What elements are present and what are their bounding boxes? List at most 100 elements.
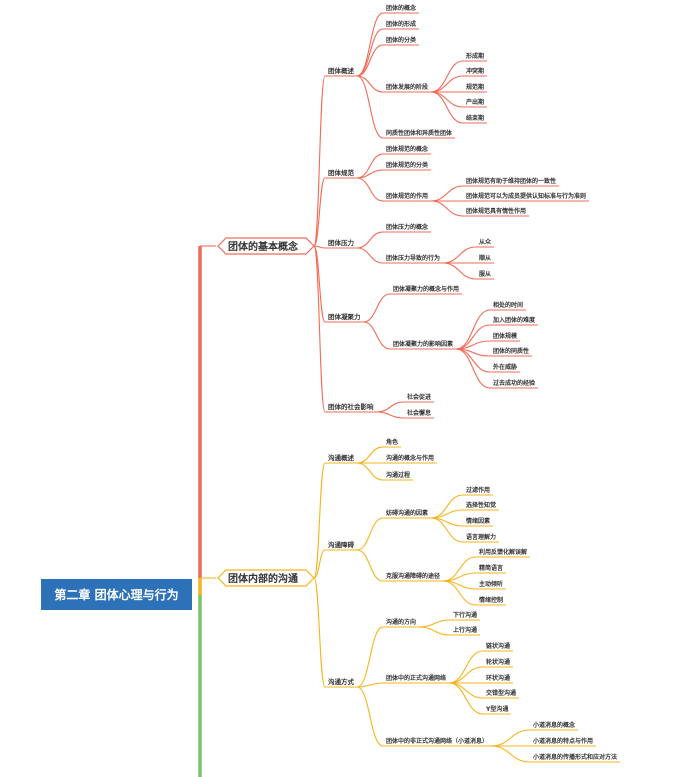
branch-2-topic-3-sub-3-item-3-connector [490,745,531,763]
branch-1-topic-1-sub-4-connector [356,75,384,93]
branch-2-topic-3-sub-1-item-1[interactable]: 下行沟通 [453,611,477,619]
branch-1-topic-1-sub-3-connector [356,44,384,77]
branch-1-topic-1-sub-4-item-2[interactable]: 冲突期 [466,67,484,75]
branch-1-topic-1-sub-4-item-4[interactable]: 产出期 [466,98,484,106]
branch-2-topic-3-sub-3[interactable]: 团体中的非正式沟通网络（小道消息） [386,737,488,745]
branch-2-topic-3-sub-2-item-2-connector [448,666,484,684]
branch-1-topic-2-connector [313,177,326,247]
branch-1-topic-2[interactable]: 团体规范 [328,168,355,177]
branch-2-topic-2-sub-2-item-3[interactable]: 主动倾听 [479,580,503,588]
branch-1-topic-5-connector [313,245,326,413]
branch-2-topic-3-sub-1-item-2-connector [418,626,451,636]
branch-2-topic-2-sub-1-item-1[interactable]: 过滤作用 [466,486,490,494]
branch-1-topic-1-sub-4-item-2-connector [430,75,464,93]
branch-1-topic-4-sub-2-item-2[interactable]: 加入团体的难度 [492,316,536,324]
branch-2-topic-3-sub-3-item-1[interactable]: 小道消息的概念 [532,721,575,729]
branch-1-topic-3-sub-2[interactable]: 团体压力导致的行为 [386,254,440,262]
branch-1-topic-2-sub-3-item-2[interactable]: 团体规范可以为成员提供认知标准与行为准则 [466,192,586,200]
branch-2-topic-3-sub-3-item-1-connector [490,729,531,747]
branch-1-topic-2-sub-1[interactable]: 团体规范的概念 [386,145,428,153]
branch-2-topic-3-sub-3-item-3[interactable]: 小道消息的传播形式和应对方法 [532,753,617,761]
branch-1-topic-3-sub-1[interactable]: 团体压力的概念 [386,223,428,231]
branch-1-topic-4-sub-2-item-3[interactable]: 团体规模 [493,332,518,340]
branch-1-topic-1[interactable]: 团体概述 [328,66,355,75]
central-topic[interactable]: 第二章 团体心理与行为 [41,579,192,610]
branch-2-label[interactable]: 团体内部的沟通 [228,572,298,585]
branch-1-topic-3-sub-2-item-1[interactable]: 从众 [479,238,492,246]
branch-1-topic-4-sub-2-item-1[interactable]: 相处的时间 [493,301,523,309]
branch-1-label[interactable]: 团体的基本概念 [228,240,298,253]
branch-1-topic-4-sub-2[interactable]: 团体凝聚力的影响因素 [393,340,453,348]
branch-1-topic-4-sub-2-item-4[interactable]: 团体的同质性 [493,347,529,355]
branch-1-topic-1-sub-4-item-1[interactable]: 形成期 [466,52,484,60]
branch-1-topic-4-sub-1-connector [363,293,391,323]
branch-2-topic-3-sub-3-item-2[interactable]: 小道消息的特点与作用 [532,737,593,745]
branch-1-frame [217,237,315,255]
branch-2-topic-3-sub-2-item-5-connector [448,682,484,715]
branch-1-topic-2-sub-3-item-1[interactable]: 团体规范有助于维持团体的一致性 [466,177,556,185]
branch-2-topic-3-sub-2-item-4-connector [448,682,484,699]
branch-1-topic-2-sub-3-item-3[interactable]: 团体规范具有惰性作用 [466,207,526,215]
branch-2-topic-2[interactable]: 沟通障碍 [328,540,355,549]
branch-2-topic-1-sub-2[interactable]: 沟通的概念与作用 [386,454,434,462]
branch-2-topic-2-sub-1[interactable]: 妨碍沟通的因素 [385,509,428,517]
branch-1-topic-4[interactable]: 团体凝聚力 [328,312,361,321]
branch-1-topic-3-sub-2-item-3[interactable]: 服从 [479,270,491,278]
branch-2-topic-2-sub-2[interactable]: 克服沟通障碍的途径 [385,572,440,580]
branch-2-topic-3-sub-2-item-1[interactable]: 链状沟通 [486,642,510,650]
branch-1-topic-5-sub-1-connector [376,401,405,413]
branch-2-topic-3-sub-2-item-2[interactable]: 轮状沟通 [486,658,510,666]
branch-2-topic-2-sub-1-item-4[interactable]: 语言理解力 [466,533,496,541]
branch-1-topic-5-sub-2[interactable]: 社会懈怠 [406,409,431,417]
branch-2-topic-1-sub-1[interactable]: 角色 [386,438,398,446]
branch-1-topic-3[interactable]: 团体压力 [328,238,355,247]
branch-1-topic-2-sub-2-connector [356,169,384,179]
branch-1-topic-5[interactable]: 团体的社会影响 [328,402,374,411]
branch-1-topic-1-sub-4-item-3[interactable]: 规范期 [466,83,484,91]
branch-2-topic-1-connector [313,462,326,579]
branch-2-topic-3-sub-3-connector [356,686,384,747]
branch-1-topic-4-sub-1[interactable]: 团体凝聚力的概念与作用 [393,285,459,293]
branch-2-frame [217,569,315,587]
branch-1-topic-4-sub-2-item-5[interactable]: 外在威胁 [492,363,517,371]
branch-2-topic-1[interactable]: 沟通概述 [328,453,355,462]
branch-2-topic-2-sub-1-item-2[interactable]: 选择性知觉 [466,501,496,509]
branch-2-topic-2-sub-2-item-4-connector [442,580,477,606]
branch-1-topic-3-sub-2-item-3-connector [442,262,477,280]
branch-1-topic-3-sub-2-item-2[interactable]: 顺从 [479,254,491,262]
branch-2-topic-2-sub-2-item-1[interactable]: 利用反馈化解误解 [478,548,527,556]
branch-1-topic-2-sub-3[interactable]: 团体规范的作用 [386,192,428,200]
branch-1-topic-1-sub-3[interactable]: 团体的分类 [386,36,417,44]
branch-1-topic-2-sub-3-item-1-connector [430,185,464,202]
branch-2-topic-3-sub-2-item-5[interactable]: Y型沟通 [485,705,508,713]
branch-1-topic-4-sub-2-item-6[interactable]: 过去成功的经验 [493,379,535,387]
branch-1-topic-1-sub-2[interactable]: 团体的形成 [386,20,416,28]
branch-1-topic-2-sub-2[interactable]: 团体规范的分类 [386,161,429,169]
branch-2-topic-3-sub-2-item-4[interactable]: 交错型沟通 [486,689,516,697]
branch-2-topic-3-sub-1[interactable]: 沟通的方向 [386,618,416,626]
branch-1-topic-1-sub-4[interactable]: 团体发展的阶段 [386,83,428,91]
branch-2-topic-2-sub-2-connector [356,549,384,582]
branch-2-topic-3-sub-1-item-2[interactable]: 上行沟通 [453,626,477,634]
branch-1-topic-1-sub-4-item-5[interactable]: 结束期 [466,114,484,122]
branch-2-topic-2-sub-1-connector [356,517,384,551]
branch-2-topic-3-sub-2-item-3[interactable]: 环状沟通 [486,674,510,682]
branch-2-topic-3[interactable]: 沟通方式 [328,677,355,686]
branch-2-topic-2-sub-2-item-2[interactable]: 精简语言 [479,564,503,572]
branch-1-topic-4-sub-2-item-1-connector [455,309,491,350]
branch-1-topic-1-sub-1[interactable]: 团体的概念 [386,4,416,12]
branch-1-topic-4-connector [313,245,326,323]
branch-2-topic-2-sub-2-item-4[interactable]: 情绪控制 [479,596,503,604]
branch-1-topic-2-sub-3-connector [356,177,384,202]
branch-2-topic-1-sub-3-connector [356,462,384,481]
branch-1-topic-1-sub-5[interactable]: 同质性团体和异质性团体 [386,129,453,137]
branch-1-topic-4-sub-2-item-6-connector [455,348,491,389]
branch-2-topic-3-sub-2[interactable]: 团体中的正式沟通网络 [386,674,446,682]
branch-2-topic-2-sub-1-item-3[interactable]: 情绪因素 [466,517,490,525]
branch-1-topic-5-sub-1[interactable]: 社会促进 [406,393,431,401]
branch-1-topic-1-sub-4-item-5-connector [430,91,464,124]
branch-2-topic-1-sub-3[interactable]: 沟通过程 [386,471,410,479]
branch-1-topic-1-sub-4-item-1-connector [430,60,464,93]
